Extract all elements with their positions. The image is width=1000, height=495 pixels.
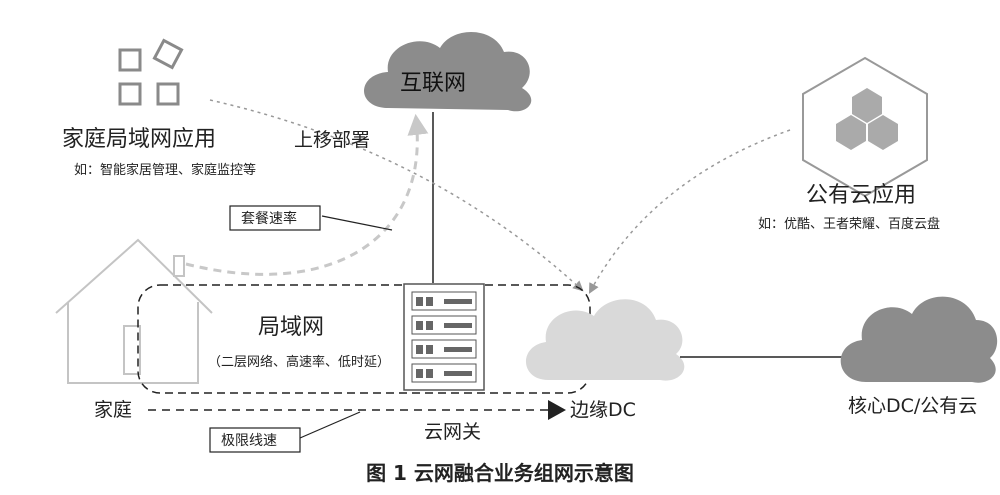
home-app-to-edge-line [209,99,584,292]
core-dc-label: 核心DC/公有云 [848,395,977,417]
limit-rate-label: 极限线速 [221,433,277,449]
core-dc-cloud [840,296,998,383]
lan-subtitle: （二层网络、高速率、低时延） [208,354,390,370]
home-lan-app-subtitle: 如：智能家居管理、家庭监控等 [74,162,256,178]
home-label: 家庭 [94,399,132,421]
internet-cloud: 互联网 [364,31,532,112]
limit-rate-arrowhead [548,400,566,420]
public-cloud-app-title: 公有云应用 [806,183,916,208]
house-icon [55,238,213,384]
public-cloud-app-subtitle: 如：优酷、王者荣耀、百度云盘 [758,216,940,232]
server-rack-icon [403,283,485,391]
lan-title: 局域网 [258,315,324,340]
figure-caption: 图 1 云网融合业务组网示意图 [366,461,634,485]
move-up-deploy-label: 上移部署 [294,129,370,151]
apps-grid-icon [118,38,184,106]
public-app-to-edge-line [589,129,791,294]
package-rate-path [185,113,429,276]
edge-dc-cloud [525,299,685,381]
hexagon-cluster-icon [802,56,928,198]
package-rate-callout: 套餐速率 [229,205,393,231]
limit-rate-callout: 极限线速 [209,411,361,453]
home-lan-app-title: 家庭局域网应用 [62,127,216,152]
cloud-gateway-label: 云网关 [424,421,481,443]
internet-label: 互联网 [400,71,466,96]
edge-dc-label: 边缘DC [570,399,636,421]
package-rate-label: 套餐速率 [241,210,297,227]
lan-boundary [137,284,591,394]
